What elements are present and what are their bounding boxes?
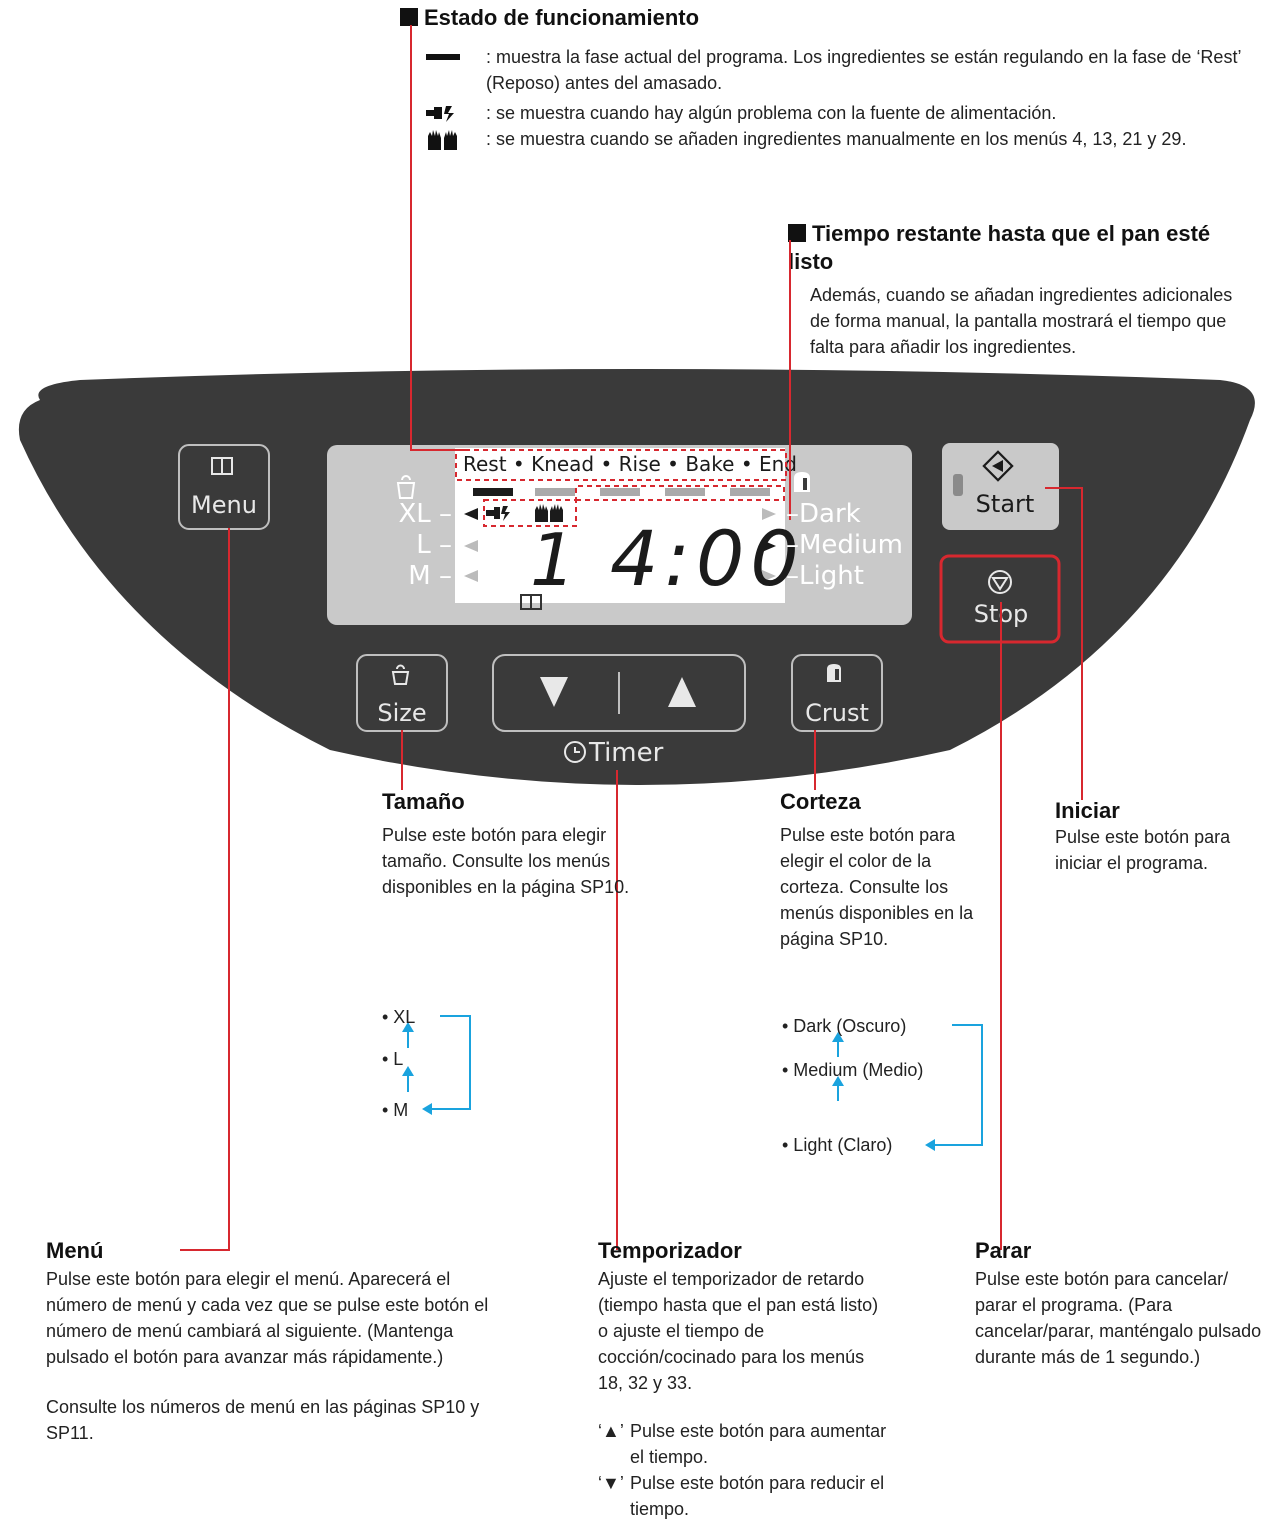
toast-icon xyxy=(794,472,810,492)
menu-title: Menú xyxy=(46,1238,104,1263)
menu-text-2: Consulte los números de menú en las pági… xyxy=(46,1397,480,1443)
timer-down-key: ‘▼’ xyxy=(598,1473,624,1493)
phase-bar xyxy=(730,488,770,496)
leader-menu xyxy=(180,528,230,1251)
phase-bar xyxy=(600,488,640,496)
size-label: Size xyxy=(377,699,426,727)
menu-label: Menu xyxy=(191,491,257,519)
remaining-text: Además, cuando se añadan ingredientes ad… xyxy=(810,285,1233,357)
time-callout-box xyxy=(575,485,785,501)
square-bullet-icon xyxy=(788,224,806,242)
phase-bar xyxy=(535,488,575,496)
size-arrow-xl xyxy=(464,508,478,520)
leader-legend xyxy=(410,25,470,451)
phase-bar-active xyxy=(473,488,513,496)
crust-cycle-arrows xyxy=(837,1024,983,1146)
power-failure-icon xyxy=(426,106,454,122)
menu-text: Pulse este botón para elegir el menú. Ap… xyxy=(46,1269,489,1367)
book-icon xyxy=(520,594,542,610)
power-failure-icon xyxy=(486,506,510,521)
menu-button[interactable] xyxy=(178,444,270,530)
progress-bar-icon xyxy=(426,54,460,60)
size-level-xl: XL – xyxy=(398,499,452,529)
start-title: Iniciar xyxy=(1055,798,1120,823)
stop-text: Pulse este botón para cancelar/ parar el… xyxy=(975,1269,1262,1367)
stop-icon xyxy=(988,570,1012,594)
hands-icon xyxy=(535,504,563,522)
weight-icon xyxy=(396,475,416,499)
size-arrow-l xyxy=(464,540,478,552)
remaining-title: Tiempo restante hasta que el pan esté li… xyxy=(788,221,1211,274)
up-arrow-icon[interactable] xyxy=(668,677,696,707)
legend-title: Estado de funcionamiento xyxy=(400,4,699,32)
crust-arrow-medium xyxy=(762,540,776,552)
crust-text: Pulse este botón para elegir el color de… xyxy=(780,825,974,949)
size-text: Pulse este botón para elegir tamaño. Con… xyxy=(382,825,630,897)
book-icon xyxy=(211,457,233,475)
toast-icon xyxy=(827,664,841,682)
start-label: Start xyxy=(976,490,1035,518)
start-button[interactable] xyxy=(942,443,1059,530)
timer-label: Timer xyxy=(588,738,664,768)
timer-text: Ajuste el temporizador de retardo (tiemp… xyxy=(598,1269,879,1393)
size-level-l: L – xyxy=(416,530,452,560)
square-bullet-icon xyxy=(400,8,418,26)
time-display: 4:00 xyxy=(610,514,805,603)
size-arrowheads xyxy=(402,1022,432,1115)
size-level-m: M – xyxy=(408,561,452,591)
phase-labels: Rest • Knead • Rise • Bake • End xyxy=(463,452,797,476)
phase-callout-box xyxy=(455,449,787,481)
crust-arrowheads xyxy=(832,1032,935,1151)
size-option-xl: • XL xyxy=(382,1007,416,1027)
hands-icon xyxy=(428,130,457,150)
stop-title: Parar xyxy=(975,1238,1032,1263)
timer-title: Temporizador xyxy=(598,1238,742,1263)
crust-arrow-dark xyxy=(762,508,776,520)
phase-bar xyxy=(665,488,705,496)
clock-icon xyxy=(564,741,586,763)
size-cycle-arrows xyxy=(407,1015,471,1110)
crust-level-dark: –Dark xyxy=(786,499,861,529)
crust-option-light: • Light (Claro) xyxy=(782,1135,893,1155)
menu-number: 1 xyxy=(530,518,576,602)
timer-up-text: Pulse este botón para aumentar el tiempo… xyxy=(630,1421,887,1467)
size-option-m: • M xyxy=(382,1100,409,1120)
weight-icon xyxy=(391,664,410,685)
size-title: Tamaño xyxy=(382,789,465,814)
crust-button[interactable] xyxy=(791,654,883,732)
crust-title: Corteza xyxy=(780,789,861,814)
crust-level-light: –Light xyxy=(786,561,864,591)
start-icon xyxy=(982,450,1014,482)
timer-down-text: Pulse este botón para reducir el tiempo. xyxy=(630,1473,885,1519)
crust-level-medium: –Medium xyxy=(786,530,903,560)
crust-option-medium: • Medium (Medio) xyxy=(782,1060,924,1080)
leader-start xyxy=(1045,487,1083,800)
down-arrow-icon[interactable] xyxy=(540,677,568,707)
timer-buttons[interactable] xyxy=(492,654,746,732)
crust-option-dark: • Dark (Oscuro) xyxy=(782,1016,907,1036)
crust-label: Crust xyxy=(805,699,869,727)
start-text: Pulse este botón para iniciar el program… xyxy=(1055,827,1231,873)
crust-arrow-light xyxy=(762,570,776,582)
start-indicator-led xyxy=(953,474,963,496)
timer-up-key: ‘▲’ xyxy=(598,1421,624,1441)
size-option-l: • L xyxy=(382,1049,404,1069)
icons-callout-box xyxy=(483,499,577,527)
size-arrow-m xyxy=(464,570,478,582)
